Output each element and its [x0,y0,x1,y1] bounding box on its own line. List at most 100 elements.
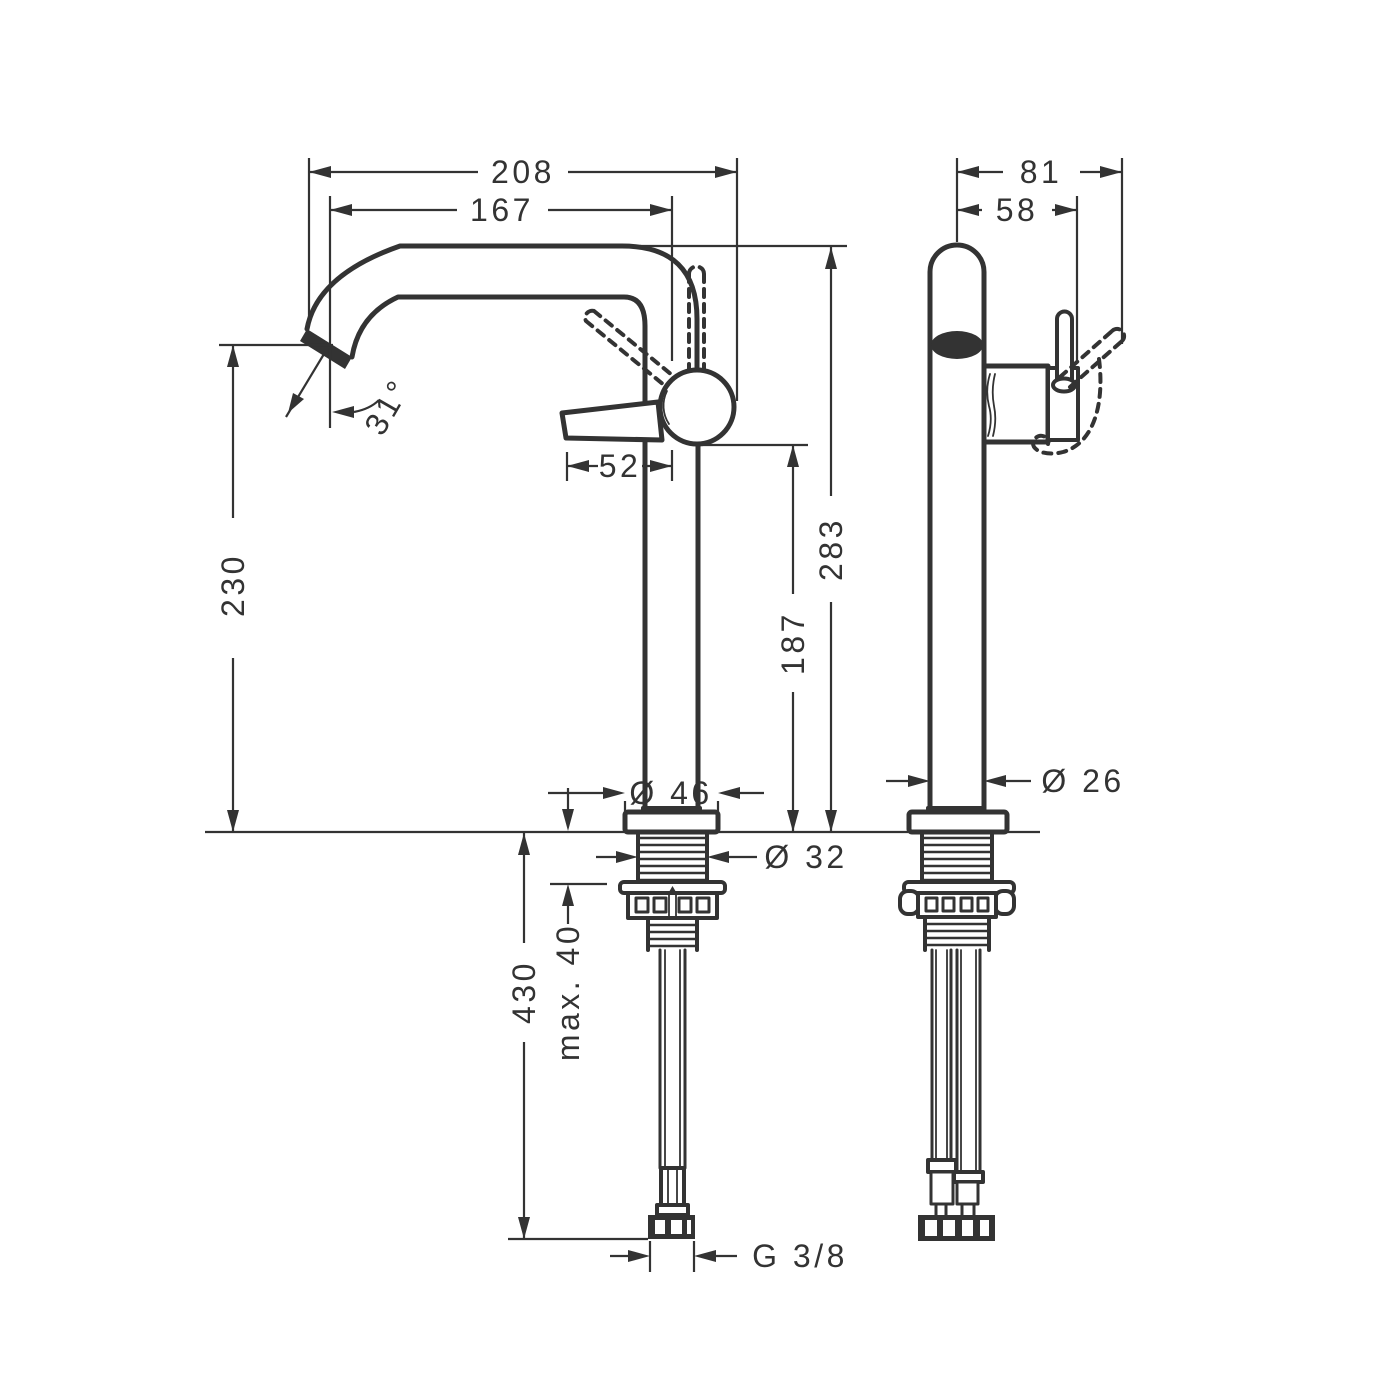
housing-shading [986,373,997,437]
dim-line-outlet-height [219,343,333,832]
column-profile [927,242,987,813]
arrowhead [957,166,979,178]
angle-leader [353,399,380,414]
hose-connector-body [659,1166,686,1207]
dim-max-mounting-thickness: max. 40 [550,923,586,1061]
arrowhead [650,204,672,216]
side-hose1-collar [926,1158,958,1174]
arrowhead [518,833,530,855]
dim-hose-length: 430 [506,960,542,1024]
side-hose-stems [934,1202,976,1217]
nut-marker [669,886,676,892]
dimension-annotations: 208 167 31° 52 230 283 187 [215,154,1124,1274]
arrowhead [957,204,979,216]
dim-line-total-height [640,244,847,832]
arrowhead [309,166,331,178]
arrowhead [567,460,589,472]
hose-inner [664,949,681,1169]
side-flange [906,809,1010,835]
lower-shank-threads [646,923,699,948]
hose-end-nut-facet [671,1220,682,1234]
dim-outlet-height: 230 [215,553,251,617]
dim-base-diameter: Ø 46 [629,775,712,811]
side-nut-facets [924,896,990,913]
arrowhead [825,247,837,269]
dim-body-depth: 58 [996,192,1039,228]
side-hose2-body [955,1180,980,1206]
side-hose1-inner [935,949,948,1161]
hose-outer [658,948,687,1170]
hose-connector-collar [655,1203,690,1217]
dim-handle-length: 52 [599,448,642,484]
arrowhead [227,810,239,832]
arrowhead [227,345,239,367]
dim-total-height: 283 [813,517,849,581]
side-lower-threads [923,922,991,947]
hose-connector-lines [667,1167,678,1206]
dim-line-max-thickness [550,788,607,924]
handle-dashed-rotated [1058,326,1127,389]
dim-total-width: 208 [491,154,555,190]
mounting-nut-facets [634,896,711,914]
arrowhead [628,1250,650,1262]
dim-line-base-dia [548,791,764,813]
arrowhead [825,810,837,832]
side-hose2-inner [960,949,977,1173]
arrowhead [332,406,354,418]
arrowhead [787,445,799,467]
spout-inner-contour [349,294,648,411]
side-hose2-outer [955,948,982,1174]
dim-shank-diameter: Ø 32 [764,839,847,875]
arrowhead [562,809,574,831]
hose-end-nut-facet [687,1220,691,1234]
arrowhead [650,460,672,472]
arrowhead [984,775,1006,787]
arrowhead [288,393,304,413]
arrowhead [616,851,638,863]
handle-dashed-diagonal [583,308,674,387]
outlet-ellipse [931,331,983,359]
arrowhead [715,166,737,178]
arrowhead [1100,166,1122,178]
arrowhead [562,884,574,906]
arrowhead [707,851,729,863]
dim-line-total-width [307,158,739,401]
arrowhead [603,787,625,799]
front-view [300,243,737,1239]
base-flange [622,809,721,835]
arrowhead [908,775,930,787]
dim-line-body-height [702,443,808,832]
side-shank-threads [920,836,994,882]
dim-line-spout-reach [328,196,674,428]
nut-center-channel [668,892,677,919]
hose-end-nut-facet [655,1220,665,1234]
dim-thread-size: G 3/8 [752,1238,848,1274]
knob-shading-arc [662,390,670,425]
dim-column-diameter: Ø 26 [1041,763,1124,799]
side-hose1-body [929,1170,955,1206]
handle-lever [559,399,665,443]
side-shank-edges [920,830,994,884]
arrowhead [694,1250,716,1262]
handle-pin [1055,309,1074,384]
arrowhead [1055,204,1077,216]
side-hose1-outer [930,948,953,1162]
arrowhead [787,810,799,832]
handle-pivot-knob [657,367,737,447]
dim-line-thread [610,1241,737,1272]
spout-outer-contour [304,243,700,374]
arrowhead [518,1217,530,1239]
side-end-nut-facet [962,1220,973,1236]
lower-shank-edges [646,916,699,952]
side-end-nut-facet [943,1220,955,1236]
side-end-nut-facet [925,1220,937,1236]
side-end-nut-facet [980,1220,989,1236]
arrowhead [718,787,740,799]
dim-spout-reach: 167 [470,192,534,228]
arrowhead [330,204,352,216]
dim-total-depth: 81 [1020,154,1063,190]
shank-threads [636,836,709,882]
shank-edges [636,830,709,884]
